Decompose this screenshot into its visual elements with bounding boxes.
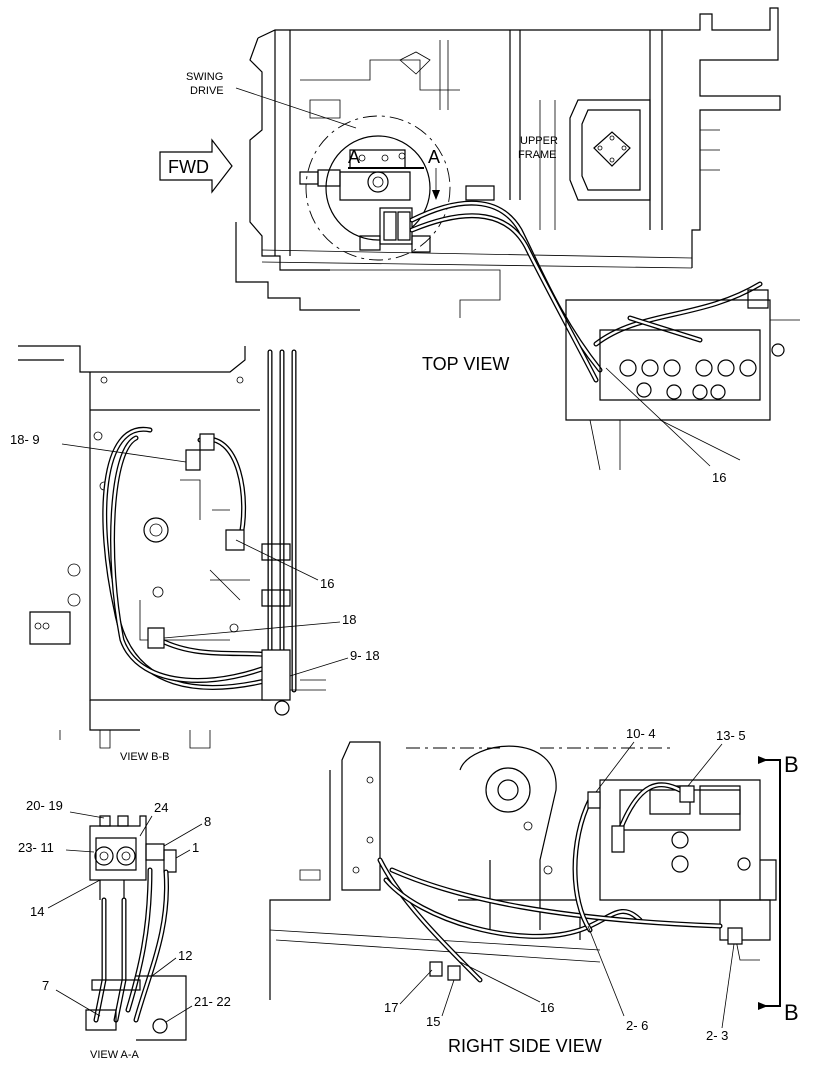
callout-bb-18: 18 bbox=[342, 612, 356, 627]
swing-drive-label-line2: DRIVE bbox=[190, 85, 224, 97]
right-side-view-title: RIGHT SIDE VIEW bbox=[448, 1036, 602, 1056]
callout-bb-16: 16 bbox=[320, 576, 334, 591]
section-b-top-label: B bbox=[784, 752, 799, 777]
callout-top-16: 16 bbox=[712, 470, 726, 485]
callout-aa-20-19: 20- 19 bbox=[26, 798, 63, 813]
view-bb-title: VIEW B-B bbox=[120, 751, 170, 763]
view-bb: 18- 9 16 18 9- 18 VIEW B-B bbox=[10, 345, 380, 763]
top-view: A A SWING DRIVE UPPER FRAME FWD bbox=[159, 7, 800, 485]
right-side-view: B B 10- 4 13- 5 17 15 16 2- 6 2- 3 RIGHT… bbox=[269, 726, 799, 1056]
callout-rs-2-6: 2- 6 bbox=[626, 1018, 648, 1033]
top-16-leader bbox=[605, 367, 711, 467]
callout-aa-8: 8 bbox=[204, 814, 211, 829]
section-b-bottom-label: B bbox=[784, 1000, 799, 1025]
top-view-title: TOP VIEW bbox=[422, 354, 509, 374]
callout-aa-24: 24 bbox=[154, 800, 168, 815]
fwd-label: FWD bbox=[168, 157, 209, 177]
fwd-arrow-icon bbox=[159, 138, 233, 194]
view-aa-title: VIEW A-A bbox=[90, 1049, 140, 1061]
view-aa: 20- 19 24 8 23- 11 1 14 12 7 21- 22 VIEW… bbox=[18, 798, 231, 1061]
callout-rs-10-4: 10- 4 bbox=[626, 726, 656, 741]
callout-bb-18-9: 18- 9 bbox=[10, 432, 40, 447]
callout-rs-15: 15 bbox=[426, 1014, 440, 1029]
callout-rs-2-3: 2- 3 bbox=[706, 1028, 728, 1043]
callout-aa-1: 1 bbox=[192, 840, 199, 855]
section-a-left-label: A bbox=[348, 147, 360, 167]
callout-rs-13-5: 13- 5 bbox=[716, 728, 746, 743]
swing-drive-leader bbox=[235, 87, 357, 129]
callout-rs-17: 17 bbox=[384, 1000, 398, 1015]
callout-aa-7: 7 bbox=[42, 978, 49, 993]
callout-aa-21-22: 21- 22 bbox=[194, 994, 231, 1009]
control-valve-ports bbox=[619, 359, 757, 400]
swing-drive-label-line1: SWING bbox=[186, 71, 223, 83]
upper-frame-label-line1: UPPER bbox=[520, 135, 558, 147]
callout-aa-23-11: 23- 11 bbox=[18, 840, 54, 855]
callout-aa-12: 12 bbox=[178, 948, 192, 963]
callout-bb-9-18: 9- 18 bbox=[350, 648, 380, 663]
upper-frame-label-line2: FRAME bbox=[518, 149, 557, 161]
callout-rs-16: 16 bbox=[540, 1000, 554, 1015]
section-a-right-label: A bbox=[428, 147, 440, 167]
callout-aa-14: 14 bbox=[30, 904, 44, 919]
